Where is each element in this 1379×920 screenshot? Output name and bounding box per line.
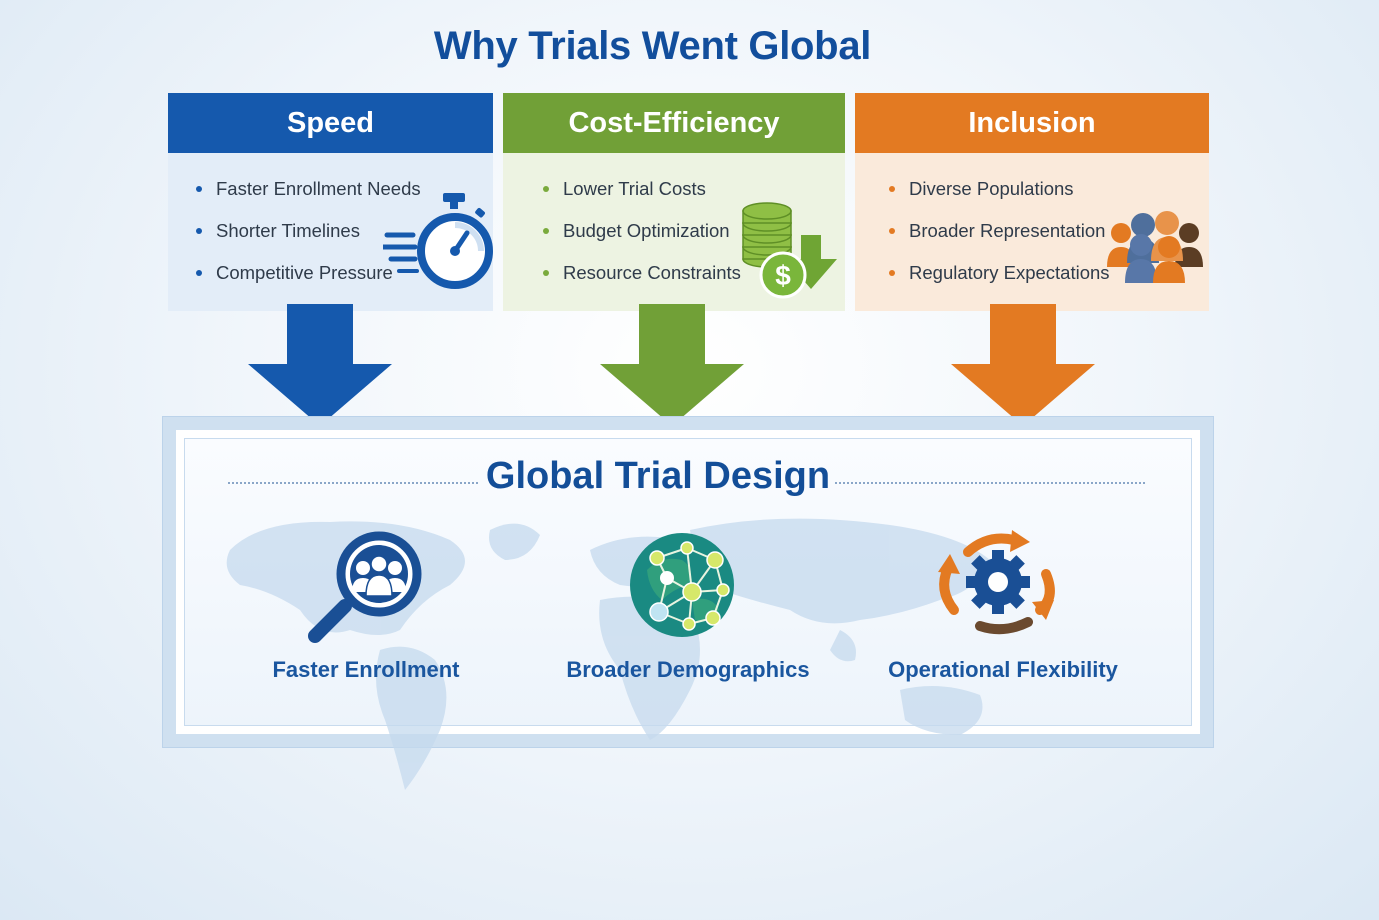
bullet-icon	[196, 228, 202, 234]
card-body: Diverse Populations Broader Representati…	[855, 153, 1209, 311]
arrow-down-icon	[248, 304, 392, 426]
bullet-icon	[543, 228, 549, 234]
item-label: Diverse Populations	[909, 178, 1074, 199]
list-item: Lower Trial Costs	[543, 179, 741, 221]
card-speed: Speed Faster Enrollment Needs Shorter Ti…	[168, 93, 493, 311]
diverse-people-icon	[1107, 211, 1203, 283]
list-item: Resource Constraints	[543, 263, 741, 305]
feature-label: Faster Enrollment	[272, 657, 460, 682]
item-label: Shorter Timelines	[216, 220, 360, 241]
card-title: Speed	[168, 93, 493, 153]
item-label: Regulatory Expectations	[909, 262, 1110, 283]
arrow-down-icon	[600, 304, 744, 426]
bullet-icon	[543, 186, 549, 192]
item-label: Broader Representation	[909, 220, 1106, 241]
list-item: Regulatory Expectations	[889, 263, 1110, 305]
feature-label: Broader Demographics	[566, 657, 810, 682]
card-title: Cost-Efficiency	[503, 93, 845, 153]
item-label: Resource Constraints	[563, 262, 741, 283]
gear-cycle-icon	[938, 530, 1055, 635]
card-title: Inclusion	[855, 93, 1209, 153]
bullet-icon	[196, 270, 202, 276]
network-globe-icon	[630, 533, 734, 637]
list-item: Shorter Timelines	[196, 221, 421, 263]
item-label: Budget Optimization	[563, 220, 730, 241]
stopwatch-icon	[383, 193, 493, 289]
list-item: Competitive Pressure	[196, 263, 421, 305]
bullet-icon	[889, 228, 895, 234]
list-item: Broader Representation	[889, 221, 1110, 263]
bullet-list: Faster Enrollment Needs Shorter Timeline…	[196, 179, 421, 305]
svg-text:$: $	[775, 260, 791, 291]
feature-label: Operational Flexibility	[888, 657, 1118, 682]
page-title: Why Trials Went Global	[433, 24, 872, 68]
bullet-list: Lower Trial Costs Budget Optimization Re…	[543, 179, 741, 305]
magnifier-people-icon	[308, 531, 422, 643]
list-item: Faster Enrollment Needs	[196, 179, 421, 221]
item-label: Competitive Pressure	[216, 262, 393, 283]
coins-dollar-down-icon: $	[742, 202, 837, 299]
divider-left	[228, 482, 478, 484]
bullet-list: Diverse Populations Broader Representati…	[889, 179, 1110, 305]
card-cost-efficiency: Cost-Efficiency Lower Trial Costs Budget…	[503, 93, 845, 311]
design-title: Global Trial Design	[485, 455, 831, 497]
arrow-down-icon	[951, 304, 1095, 426]
bullet-icon	[543, 270, 549, 276]
bullet-icon	[889, 270, 895, 276]
item-label: Faster Enrollment Needs	[216, 178, 421, 199]
card-body: Lower Trial Costs Budget Optimization Re…	[503, 153, 845, 311]
list-item: Diverse Populations	[889, 179, 1110, 221]
divider-right	[835, 482, 1145, 484]
item-label: Lower Trial Costs	[563, 178, 706, 199]
card-inclusion: Inclusion Diverse Populations Broader Re…	[855, 93, 1209, 311]
list-item: Budget Optimization	[543, 221, 741, 263]
bullet-icon	[196, 186, 202, 192]
card-body: Faster Enrollment Needs Shorter Timeline…	[168, 153, 493, 311]
bullet-icon	[889, 186, 895, 192]
